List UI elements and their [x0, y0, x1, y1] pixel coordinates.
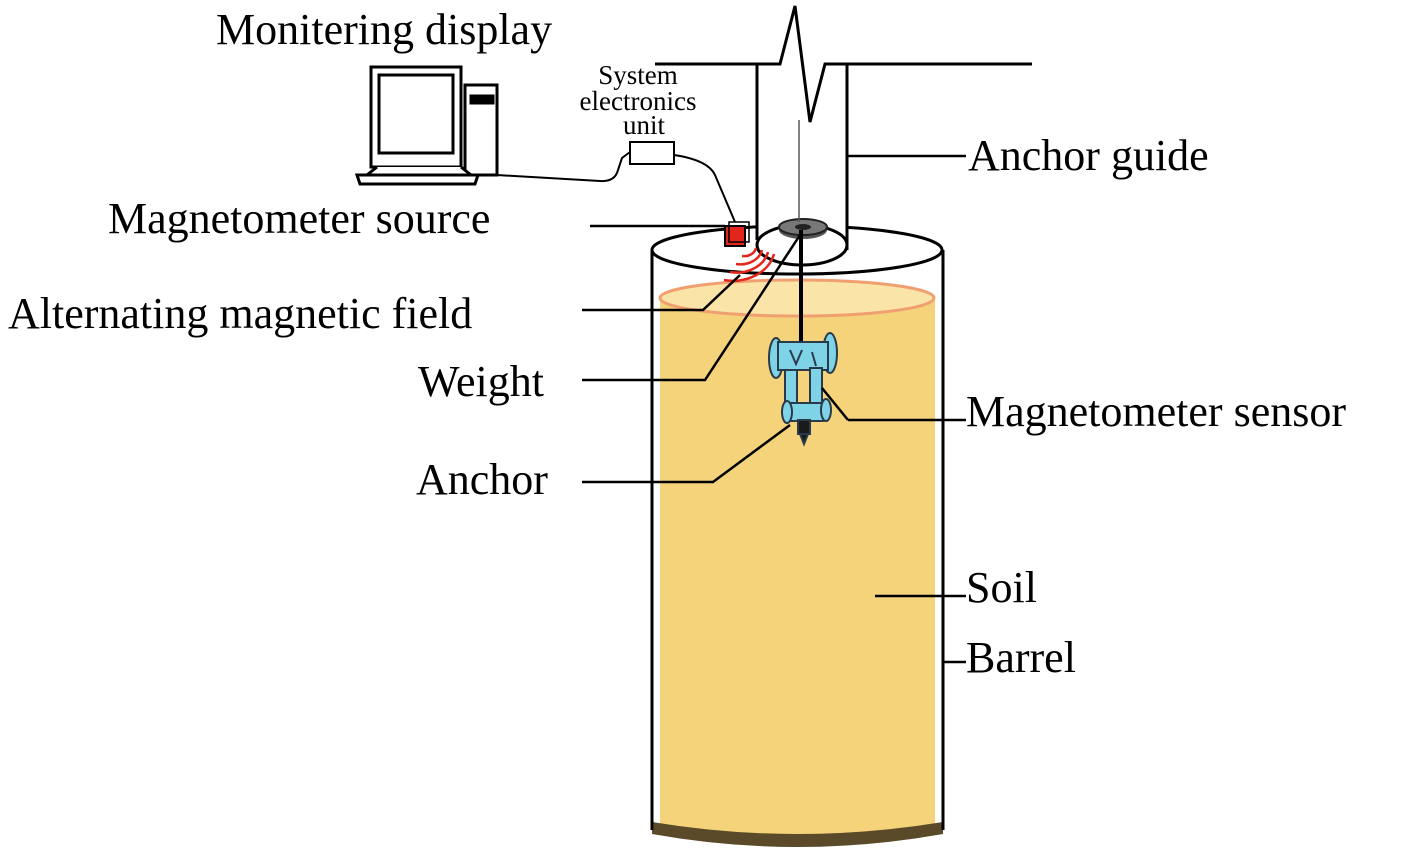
- guide-top-break: [655, 5, 1032, 123]
- label-system-unit-line3: unit: [623, 110, 666, 140]
- anchor-body: [781, 398, 832, 447]
- label-system-unit-line2: electronics: [580, 86, 697, 116]
- magnetometer-source-box: [724, 225, 746, 247]
- barrel-base: [652, 822, 943, 847]
- soil-fill: [660, 298, 935, 840]
- label-alternating-field: Alternating magnetic field: [8, 289, 472, 338]
- cable-computer-to-unit: [496, 151, 631, 183]
- label-system-unit-line1: System: [598, 60, 678, 90]
- label-barrel: Barrel: [966, 633, 1076, 682]
- alternating-field-waves: [723, 247, 776, 283]
- label-anchor-guide: Anchor guide: [968, 131, 1209, 180]
- magnetometer-sensor: [768, 332, 838, 411]
- system-unit-box: [629, 141, 675, 165]
- label-magnetometer-source: Magnetometer source: [108, 194, 490, 243]
- cable-unit-to-source: [673, 154, 736, 223]
- label-anchor: Anchor: [416, 455, 548, 504]
- label-soil: Soil: [966, 563, 1037, 612]
- barrel: [650, 224, 945, 847]
- label-weight: Weight: [418, 357, 544, 406]
- label-monitoring-display: Monitering display: [216, 5, 552, 54]
- label-magnetometer-sensor: Magnetometer sensor: [966, 387, 1346, 436]
- leader-lines: [582, 154, 966, 664]
- soil-surface: [658, 278, 936, 318]
- computer-icon: [354, 65, 499, 186]
